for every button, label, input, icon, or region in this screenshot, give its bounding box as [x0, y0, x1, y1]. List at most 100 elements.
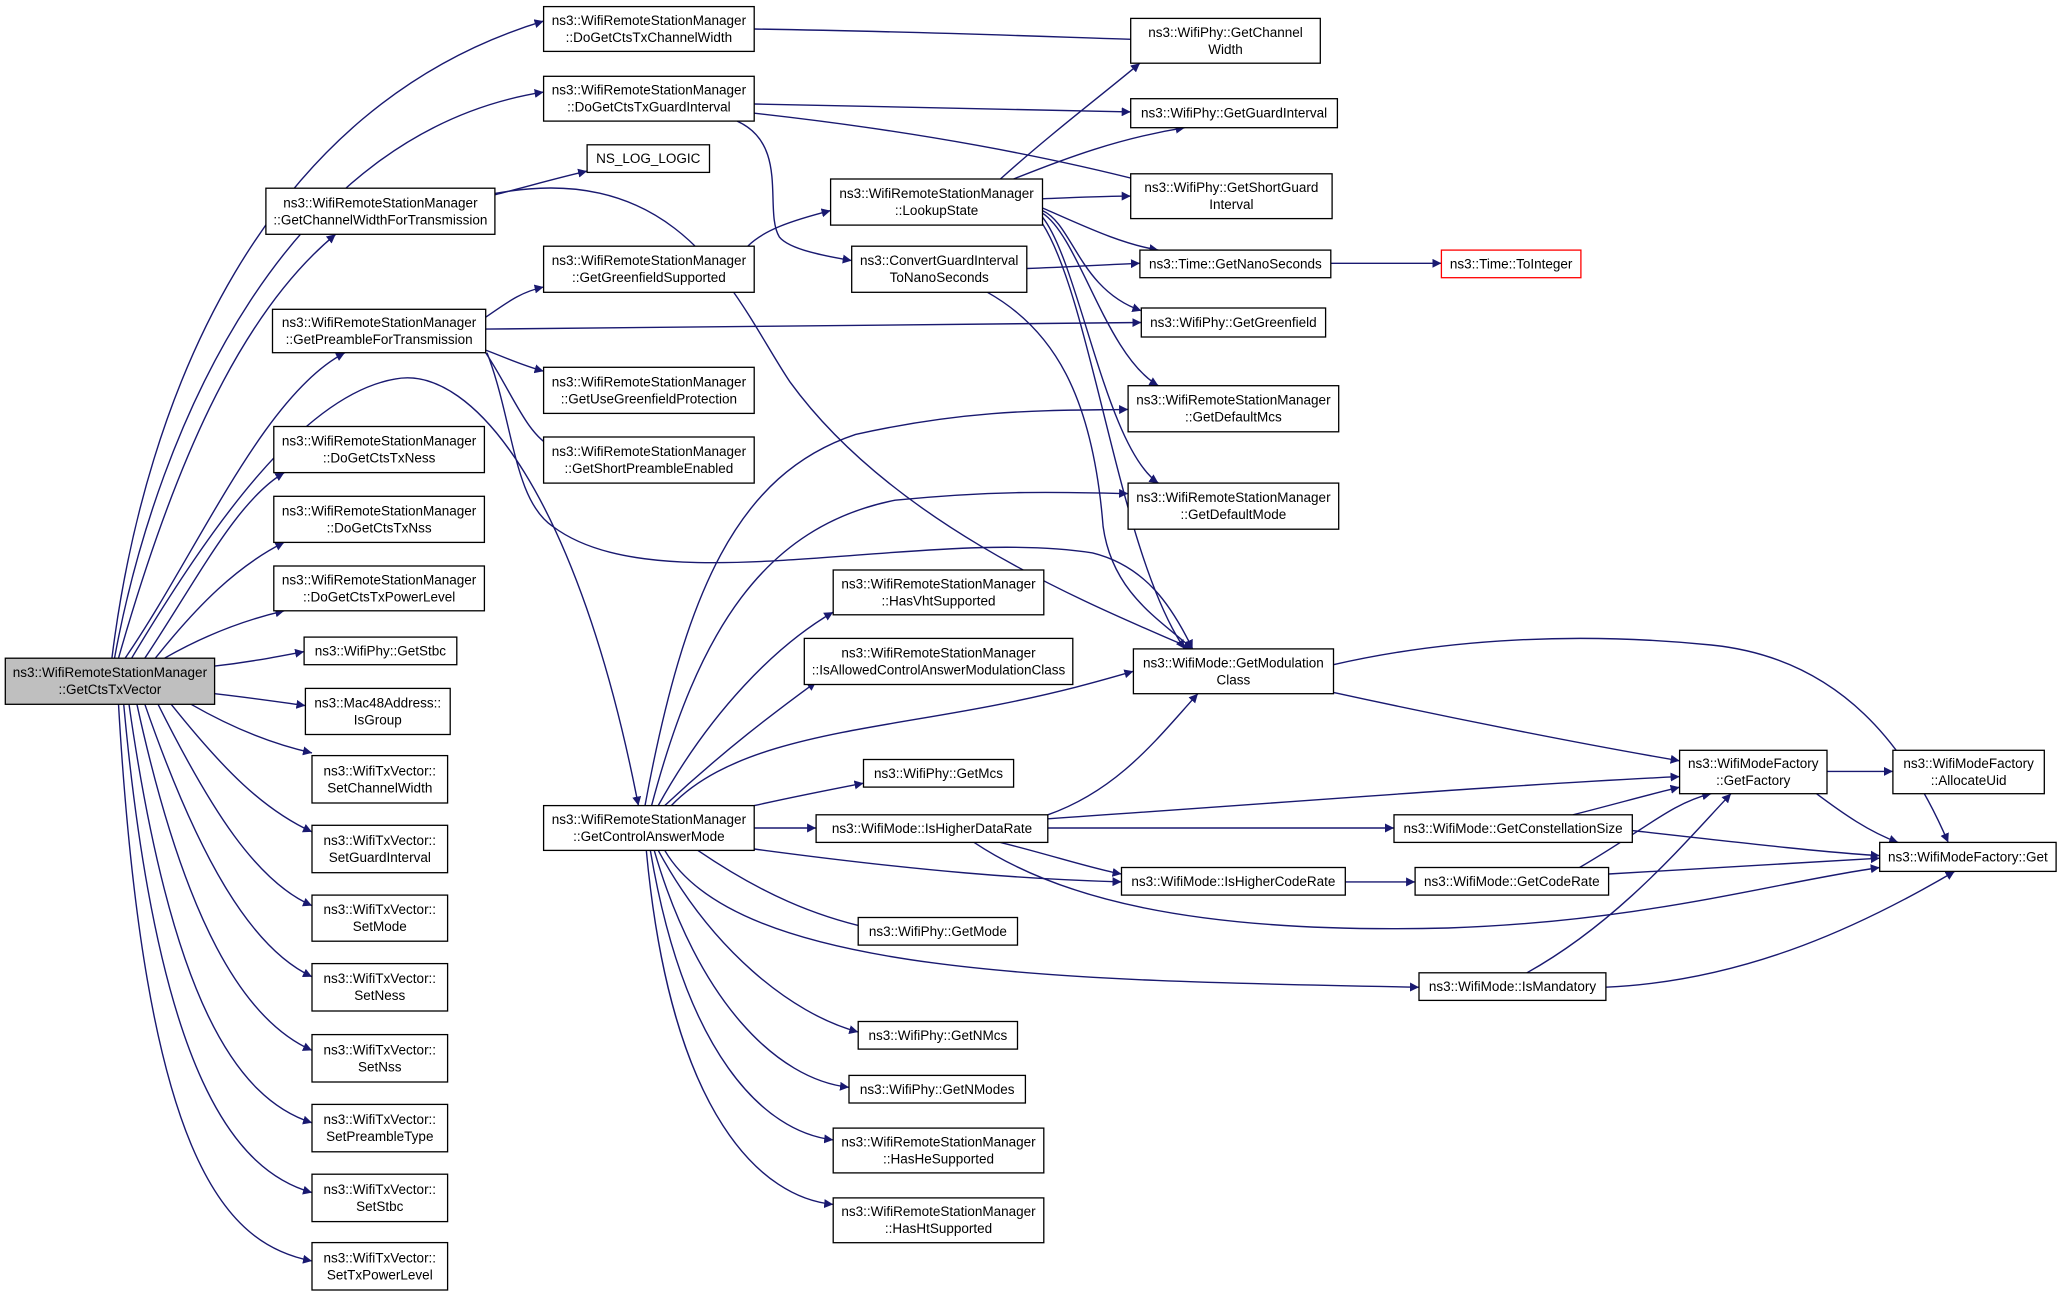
node-n22[interactable]: ns3::WifiRemoteStationManager::GetUseGre…: [542, 366, 755, 415]
node-box[interactable]: [273, 425, 486, 474]
node-box[interactable]: [311, 1103, 449, 1153]
node-n18[interactable]: ns3::WifiTxVector::SetTxPowerLevel: [311, 1241, 449, 1291]
node-box[interactable]: [829, 178, 1044, 226]
node-box[interactable]: [1678, 749, 1828, 795]
node-n26[interactable]: ns3::WifiRemoteStationManager::HasVhtSup…: [832, 569, 1045, 616]
node-n16[interactable]: ns3::WifiTxVector::SetPreambleType: [311, 1103, 449, 1153]
node-box[interactable]: [303, 636, 458, 666]
node-n13[interactable]: ns3::WifiTxVector::SetMode: [311, 894, 449, 942]
node-n35[interactable]: ns3::WifiPhy::GetChannelWidth: [1130, 17, 1321, 64]
node-box[interactable]: [586, 144, 711, 174]
node-box[interactable]: [311, 1173, 449, 1223]
node-box[interactable]: [832, 1197, 1045, 1244]
node-box[interactable]: [1132, 648, 1335, 695]
node-box[interactable]: [542, 5, 755, 53]
node-n28[interactable]: ns3::WifiPhy::GetMcs: [862, 758, 1015, 788]
node-n30[interactable]: ns3::WifiPhy::GetMode: [857, 916, 1019, 946]
node-n44[interactable]: ns3::Time::ToInteger: [1440, 249, 1582, 279]
node-n14[interactable]: ns3::WifiTxVector::SetNess: [311, 962, 449, 1012]
node-box[interactable]: [542, 245, 755, 293]
node-box[interactable]: [1127, 482, 1340, 530]
node-box[interactable]: [815, 814, 1049, 844]
node-n48[interactable]: ns3::WifiModeFactory::GetFactory: [1678, 749, 1828, 795]
node-box[interactable]: [1393, 814, 1633, 844]
node-box[interactable]: [311, 962, 449, 1012]
node-n36[interactable]: ns3::WifiPhy::GetGuardInterval: [1130, 98, 1339, 129]
node-box[interactable]: [857, 1020, 1019, 1050]
node-n11[interactable]: ns3::WifiTxVector::SetChannelWidth: [311, 754, 449, 804]
node-n38[interactable]: ns3::Time::GetNanoSeconds: [1139, 249, 1332, 279]
node-n41[interactable]: ns3::WifiRemoteStationManager::GetDefaul…: [1127, 482, 1340, 530]
node-box[interactable]: [848, 1074, 1027, 1104]
node-n27[interactable]: ns3::WifiRemoteStationManager::IsAllowed…: [803, 637, 1074, 686]
node-box[interactable]: [542, 804, 755, 852]
node-n31[interactable]: ns3::WifiPhy::GetNMcs: [857, 1020, 1019, 1050]
node-box[interactable]: [1120, 866, 1346, 896]
node-n2[interactable]: ns3::WifiRemoteStationManager::DoGetCtsT…: [542, 5, 755, 53]
node-n17[interactable]: ns3::WifiTxVector::SetStbc: [311, 1173, 449, 1223]
node-box[interactable]: [542, 75, 755, 122]
node-box[interactable]: [273, 565, 486, 612]
node-box[interactable]: [311, 1241, 449, 1291]
node-box[interactable]: [1414, 866, 1610, 896]
node-n8[interactable]: ns3::WifiRemoteStationManager::DoGetCtsT…: [273, 565, 486, 612]
node-n20[interactable]: NS_LOG_LOGIC: [586, 144, 711, 174]
node-box[interactable]: [1892, 749, 2045, 795]
node-box[interactable]: [304, 687, 451, 736]
node-n34[interactable]: ns3::WifiRemoteStationManager::HasHtSupp…: [832, 1197, 1045, 1244]
node-box[interactable]: [1139, 249, 1332, 279]
node-box[interactable]: [542, 436, 755, 484]
node-n47[interactable]: ns3::WifiMode::IsMandatory: [1418, 972, 1607, 1002]
node-n19[interactable]: ns3::WifiRemoteStationManager::GetContro…: [542, 804, 755, 852]
node-n39[interactable]: ns3::WifiPhy::GetGreenfield: [1140, 307, 1327, 338]
node-n24[interactable]: ns3::WifiRemoteStationManager::LookupSta…: [829, 178, 1044, 226]
node-box[interactable]: [803, 637, 1074, 686]
node-box[interactable]: [1440, 249, 1582, 279]
node-n43[interactable]: ns3::WifiMode::IsHigherCodeRate: [1120, 866, 1346, 896]
node-n40[interactable]: ns3::WifiRemoteStationManager::GetDefaul…: [1127, 385, 1340, 433]
node-n4[interactable]: ns3::WifiRemoteStationManager::GetChanne…: [265, 187, 496, 235]
node-box[interactable]: [851, 245, 1028, 293]
node-n3[interactable]: ns3::WifiRemoteStationManager::DoGetCtsT…: [542, 75, 755, 122]
node-n46[interactable]: ns3::WifiMode::GetCodeRate: [1414, 866, 1610, 896]
node-box[interactable]: [4, 657, 216, 705]
node-n15[interactable]: ns3::WifiTxVector::SetNss: [311, 1033, 449, 1083]
node-n5[interactable]: ns3::WifiRemoteStationManager::GetPreamb…: [271, 308, 487, 354]
node-box[interactable]: [273, 495, 486, 544]
node-n50[interactable]: ns3::WifiModeFactory::AllocateUid: [1892, 749, 2045, 795]
node-box[interactable]: [857, 916, 1019, 946]
node-box[interactable]: [1418, 972, 1607, 1002]
node-box[interactable]: [1127, 385, 1340, 433]
node-n45[interactable]: ns3::WifiMode::GetConstellationSize: [1393, 814, 1633, 844]
node-n23[interactable]: ns3::WifiRemoteStationManager::GetShortP…: [542, 436, 755, 484]
node-n49[interactable]: ns3::WifiModeFactory::Get: [1879, 841, 2057, 873]
node-box[interactable]: [1130, 98, 1339, 129]
node-n6[interactable]: ns3::WifiRemoteStationManager::DoGetCtsT…: [273, 425, 486, 474]
node-n1[interactable]: ns3::WifiRemoteStationManager::GetCtsTxV…: [4, 657, 216, 705]
node-n21[interactable]: ns3::WifiRemoteStationManager::GetGreenf…: [542, 245, 755, 293]
node-box[interactable]: [271, 308, 487, 354]
node-box[interactable]: [1130, 17, 1321, 64]
node-box[interactable]: [862, 758, 1015, 788]
node-box[interactable]: [1130, 173, 1333, 220]
node-n12[interactable]: ns3::WifiTxVector::SetGuardInterval: [311, 824, 449, 874]
node-box[interactable]: [832, 569, 1045, 616]
node-box[interactable]: [1140, 307, 1327, 338]
node-box[interactable]: [311, 824, 449, 874]
node-n32[interactable]: ns3::WifiPhy::GetNModes: [848, 1074, 1027, 1104]
node-n10[interactable]: ns3::Mac48Address::IsGroup: [304, 687, 451, 736]
node-n29[interactable]: ns3::WifiMode::IsHigherDataRate: [815, 814, 1049, 844]
node-box[interactable]: [311, 754, 449, 804]
node-box[interactable]: [1879, 841, 2057, 873]
node-n33[interactable]: ns3::WifiRemoteStationManager::HasHeSupp…: [832, 1127, 1045, 1174]
node-box[interactable]: [311, 1033, 449, 1083]
node-box[interactable]: [542, 366, 755, 415]
node-box[interactable]: [311, 894, 449, 942]
node-n9[interactable]: ns3::WifiPhy::GetStbc: [303, 636, 458, 666]
node-n7[interactable]: ns3::WifiRemoteStationManager::DoGetCtsT…: [273, 495, 486, 544]
node-box[interactable]: [265, 187, 496, 235]
node-box[interactable]: [832, 1127, 1045, 1174]
